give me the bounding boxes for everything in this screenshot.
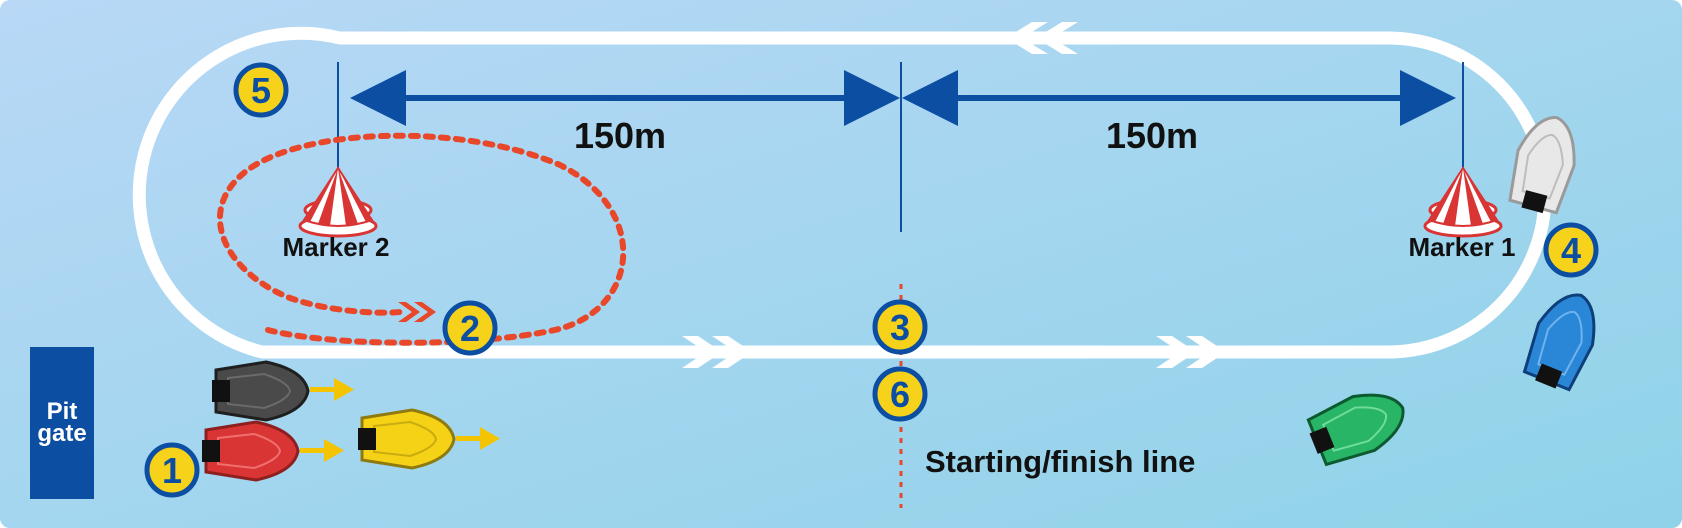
distance-arrow-right	[902, 70, 1456, 126]
boat-icon	[358, 408, 456, 470]
marker-buoy-icon	[1423, 166, 1503, 238]
boat-icon	[1522, 293, 1596, 392]
distance-arrow-left	[350, 70, 900, 126]
chevron-arrow-icon	[1156, 336, 1226, 368]
point-badge-5-number: 5	[251, 70, 271, 111]
motion-arrow-icon	[300, 439, 344, 462]
boat-icon	[202, 420, 300, 482]
pit-gate-icon	[30, 347, 94, 499]
start-finish-label: Starting/finish line	[925, 444, 1195, 479]
pit-gate-label-line1: Pit	[47, 398, 78, 425]
point-badge-6: 6	[872, 366, 928, 422]
marker-1-label: Marker 1	[1409, 232, 1516, 262]
marker-buoy-icon	[298, 166, 378, 238]
motion-arrow-icon	[456, 427, 500, 450]
boat-icon	[212, 360, 310, 422]
boat-icon	[1306, 393, 1405, 467]
point-badge-2: 2	[442, 300, 498, 356]
pit-gate-label-line2: gate	[37, 420, 86, 447]
distance-label-left: 150m	[574, 115, 666, 156]
point-badge-1-number: 1	[162, 450, 182, 491]
point-badge-6-number: 6	[890, 374, 910, 415]
boat-icon	[1508, 116, 1576, 215]
chevron-arrow-icon	[682, 336, 752, 368]
point-badge-4: 4	[1543, 222, 1599, 278]
point-badge-1: 1	[144, 442, 200, 498]
turn-path-chevron-icon	[398, 302, 436, 322]
point-badge-3-number: 3	[890, 307, 910, 348]
distance-label-right: 150m	[1106, 115, 1198, 156]
marker-2-label: Marker 2	[283, 232, 390, 262]
point-badge-3: 3	[872, 299, 928, 355]
point-badge-5: 5	[233, 62, 289, 118]
motion-arrow-icon	[310, 378, 354, 401]
point-badge-2-number: 2	[460, 308, 480, 349]
point-badge-4-number: 4	[1561, 230, 1581, 271]
track-lane	[132, 26, 1552, 359]
chevron-arrow-icon	[1006, 22, 1078, 54]
